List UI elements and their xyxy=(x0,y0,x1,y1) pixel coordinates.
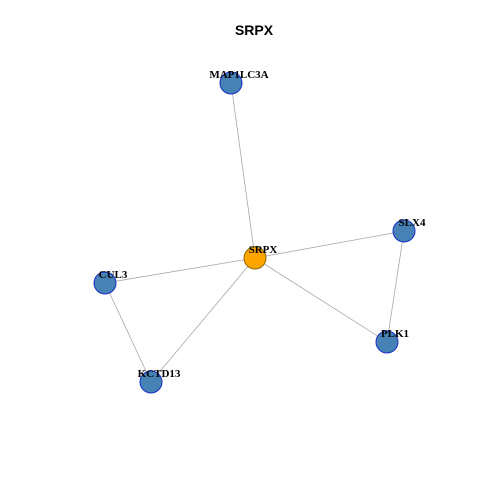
edge-srpx-cul3 xyxy=(104,257,256,284)
node-srpx: SRPX xyxy=(243,244,278,270)
edge-slx4-plk1 xyxy=(386,230,405,343)
node-label: SLX4 xyxy=(399,217,426,229)
node-circle xyxy=(219,71,243,95)
node-circle xyxy=(139,370,163,394)
node-label: KCTD13 xyxy=(138,368,181,380)
node-circle xyxy=(375,330,399,354)
node-circle xyxy=(392,219,416,243)
node-label: CUL3 xyxy=(99,269,128,281)
edge-layer xyxy=(104,82,405,383)
edge-cul3-kctd13 xyxy=(104,282,152,383)
node-circle xyxy=(93,271,117,295)
node-cul3: CUL3 xyxy=(93,269,128,295)
edge-srpx-slx4 xyxy=(254,230,405,259)
node-kctd13: KCTD13 xyxy=(138,368,181,394)
node-plk1: PLK1 xyxy=(375,328,409,354)
node-slx4: SLX4 xyxy=(392,217,426,243)
edge-srpx-map1lc3a xyxy=(230,82,256,259)
node-circle xyxy=(243,246,267,270)
node-label: MAP1LC3A xyxy=(209,69,268,81)
node-label: PLK1 xyxy=(381,328,409,340)
node-label: SRPX xyxy=(249,244,278,256)
node-map1lc3a: MAP1LC3A xyxy=(209,69,269,95)
edge-srpx-plk1 xyxy=(254,257,388,343)
diagram-title: SRPX xyxy=(235,22,274,38)
edge-srpx-kctd13 xyxy=(150,257,256,383)
